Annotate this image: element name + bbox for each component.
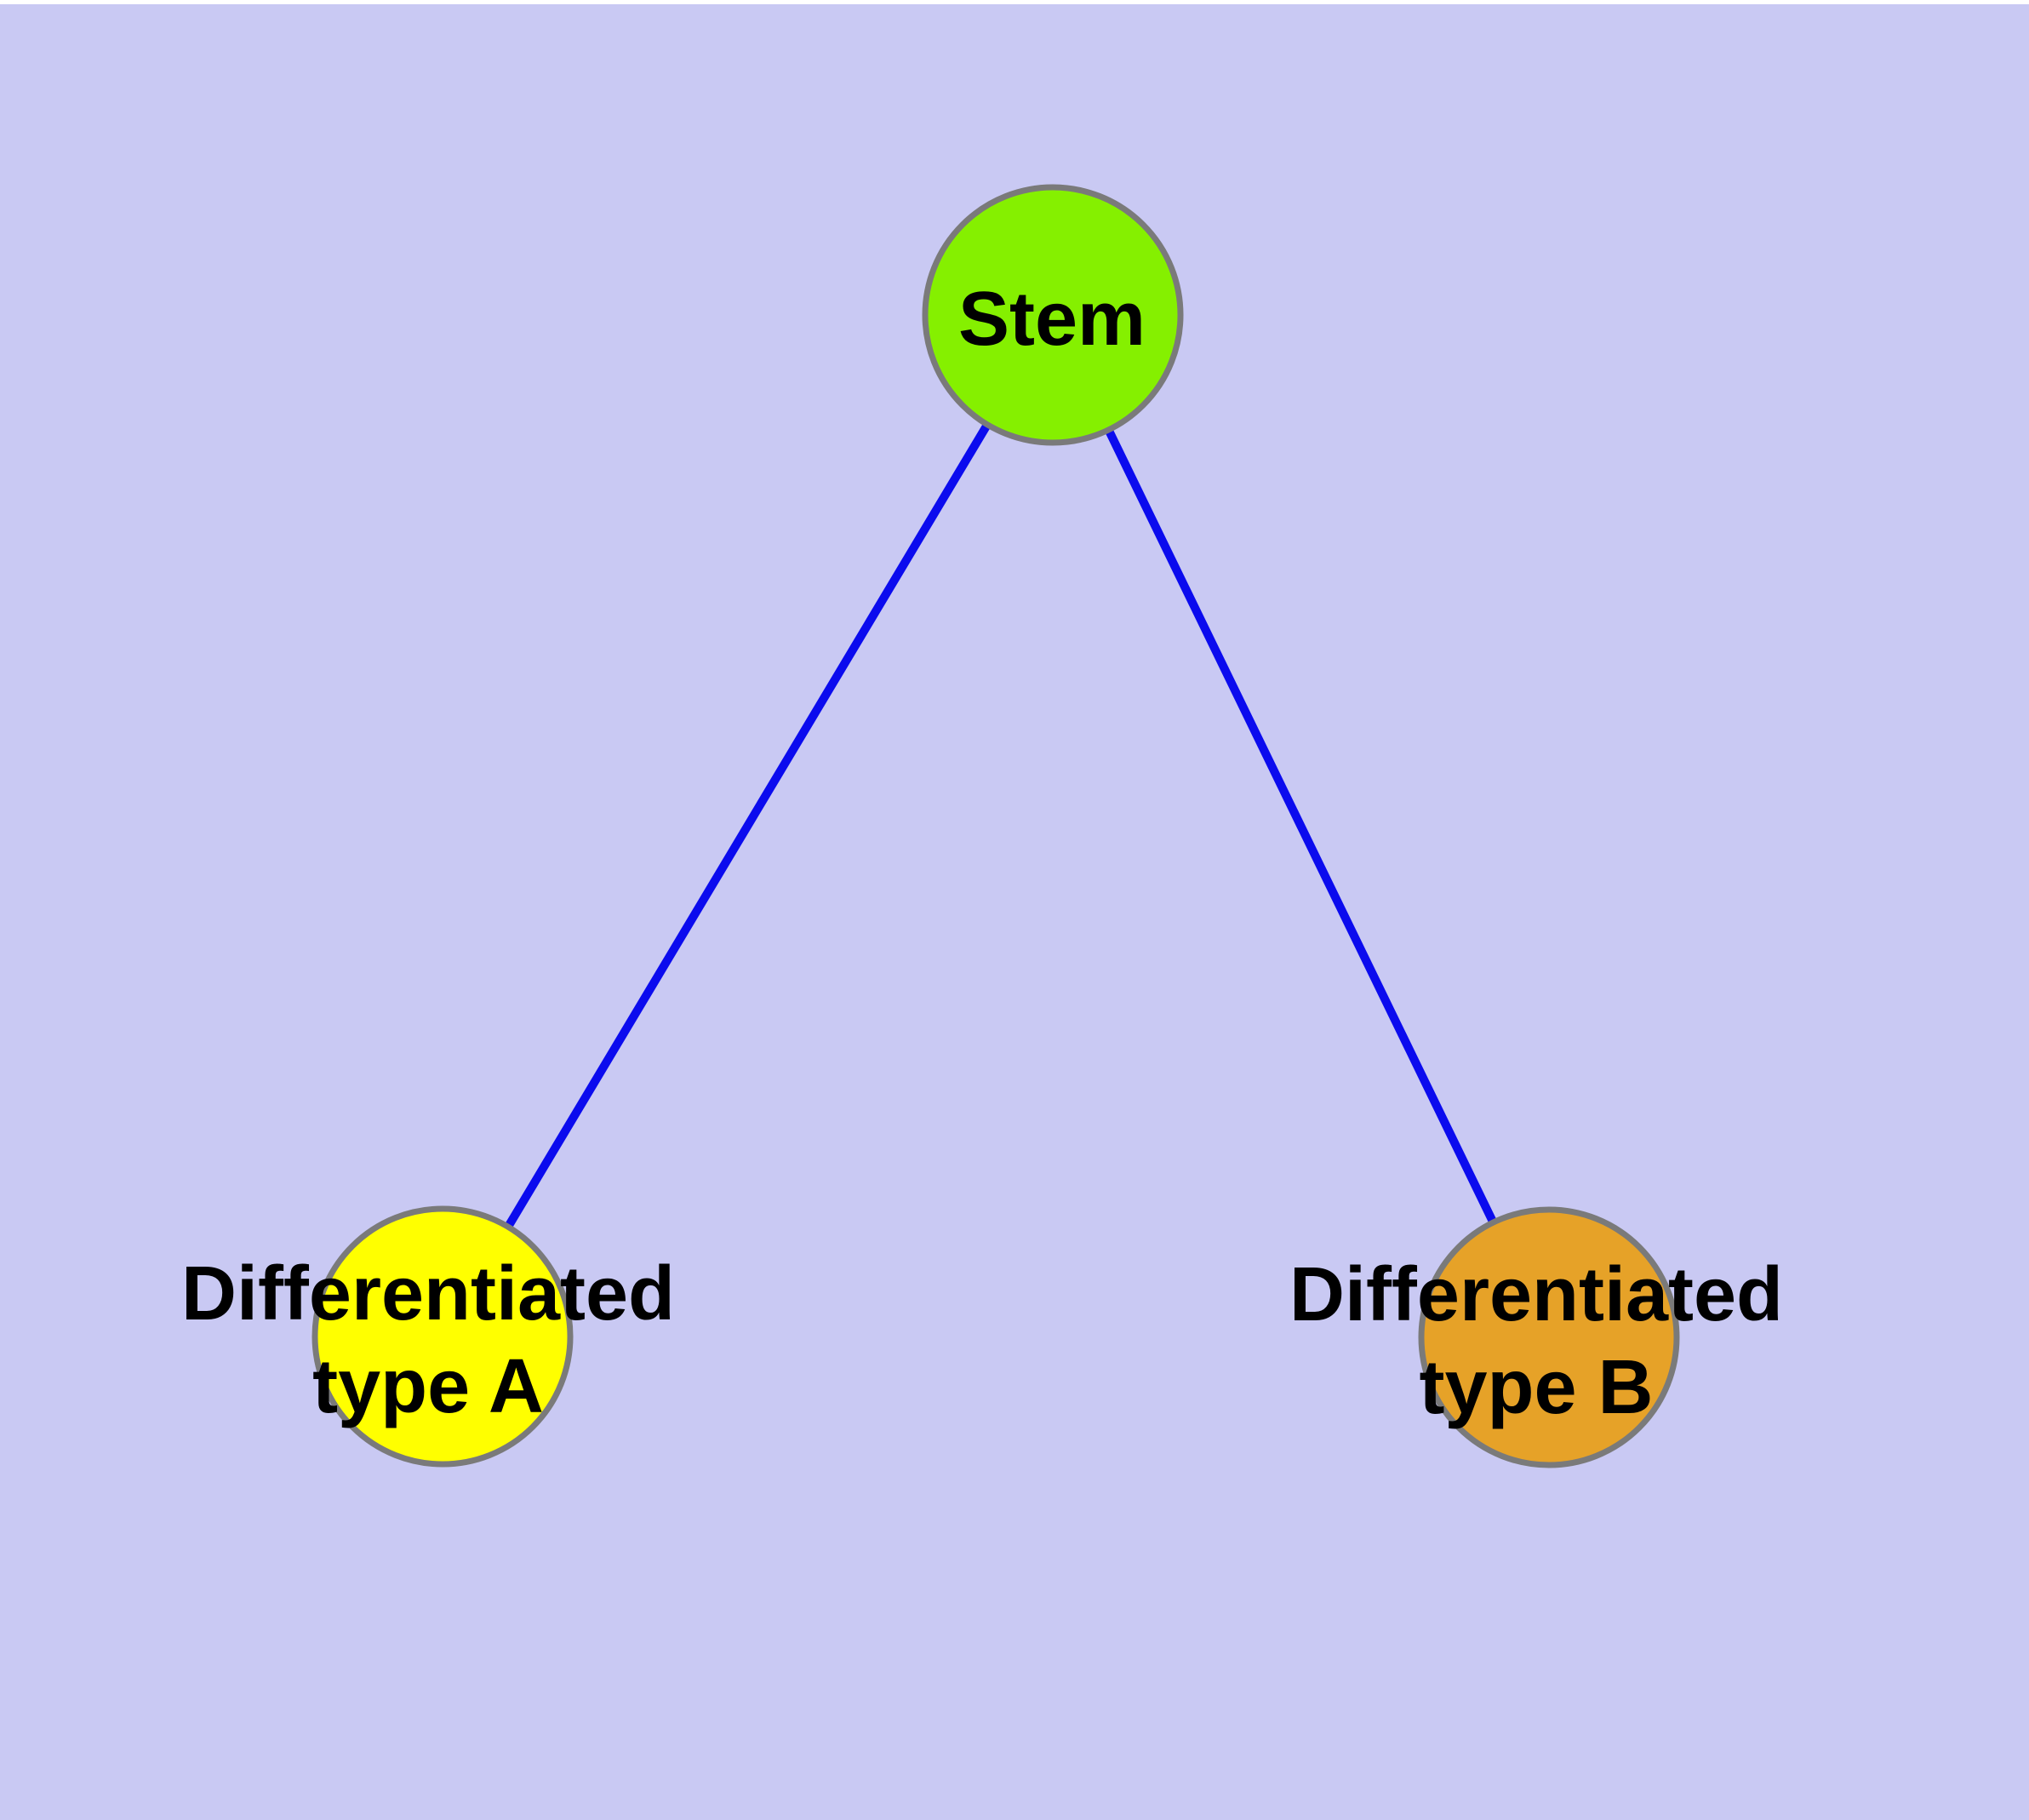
edge-stem-to-type-b bbox=[1049, 311, 1553, 1342]
edges bbox=[438, 311, 1553, 1342]
type-b-node-label-line2: type B bbox=[1419, 1345, 1653, 1430]
type-b-node-circle bbox=[1418, 1206, 1680, 1468]
type-b-node-label-line1: Differentiated bbox=[1289, 1252, 1783, 1337]
type-a-node-label-line1: Differentiated bbox=[181, 1251, 675, 1336]
node-type-b: Differentiated type B bbox=[1289, 1206, 1783, 1468]
stem-node-label: Stem bbox=[958, 277, 1146, 362]
edge-stem-to-type-a bbox=[438, 311, 1057, 1341]
stem-node-circle bbox=[922, 184, 1184, 446]
node-stem: Stem bbox=[922, 184, 1184, 446]
type-a-node-circle bbox=[311, 1205, 574, 1468]
node-type-a: Differentiated type A bbox=[181, 1205, 675, 1468]
type-a-node-label-line2: type A bbox=[312, 1344, 544, 1429]
